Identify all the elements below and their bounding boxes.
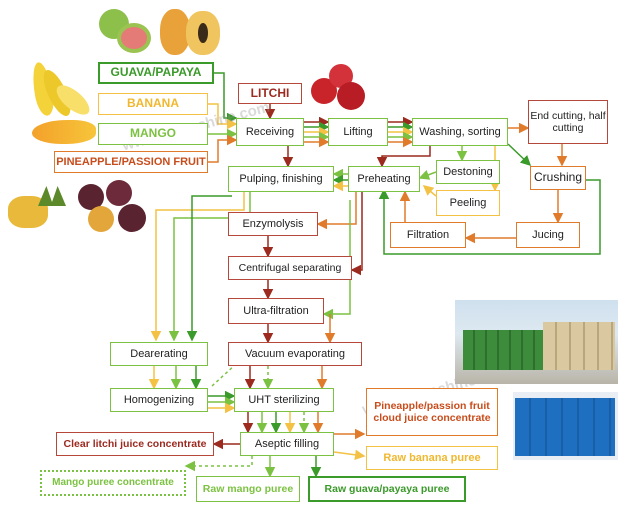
node-aseptic-filling: Aseptic filling [240, 432, 334, 456]
passion-fruit-photo [74, 180, 150, 234]
node-enzymolysis: Enzymolysis [228, 212, 318, 236]
node-dearerating: Dearerating [110, 342, 208, 366]
product-clear-litchi: Clear litchi juice concentrate [56, 432, 214, 456]
node-label: Vacuum evaporating [244, 347, 346, 360]
node-vacuum-evaporating: Vacuum evaporating [228, 342, 362, 366]
product-label: Mango puree concentrate [52, 477, 174, 489]
node-label: Receiving [245, 125, 295, 138]
product-label: Pineapple/passion fruit cloud juice conc… [373, 399, 491, 424]
product-raw-guava: Raw guava/payaya puree [308, 476, 466, 502]
node-preheating: Preheating [348, 166, 420, 192]
node-jucing: Jucing [516, 222, 580, 248]
node-label: Homogenizing [123, 393, 195, 406]
node-label: Aseptic filling [254, 437, 320, 450]
node-washing-sorting: Washing, sorting [412, 118, 508, 146]
node-destoning: Destoning [436, 160, 500, 184]
node-label: Ultra-filtration [243, 304, 309, 317]
node-lifting: Lifting [328, 118, 388, 146]
node-guava-papaya: GUAVA/PAPAYA [98, 62, 214, 84]
pineapple-photo [8, 186, 68, 228]
guava-photo [97, 5, 155, 55]
product-raw-mango: Raw mango puree [196, 476, 300, 502]
node-label: UHT sterilizing [248, 393, 320, 406]
product-label: Clear litchi juice concentrate [63, 437, 207, 450]
node-label: Enzymolysis [242, 217, 304, 230]
litchi-photo [307, 62, 369, 112]
node-ultra-filtration: Ultra-filtration [228, 298, 324, 324]
factory-bins-photo [455, 300, 618, 384]
node-centrifugal: Centrifugal separating [228, 256, 352, 280]
node-label: End cutting, half cutting [530, 109, 606, 134]
blue-drums-photo [513, 392, 618, 460]
node-label: PINEAPPLE/PASSION FRUIT [56, 155, 206, 168]
node-filtration: Filtration [390, 222, 466, 248]
node-label: Pulping, finishing [239, 172, 323, 185]
node-label: Peeling [449, 196, 487, 209]
node-label: Washing, sorting [419, 125, 501, 138]
node-label: MANGO [130, 126, 176, 141]
node-receiving: Receiving [236, 118, 304, 146]
product-pineapple-cloud: Pineapple/passion fruit cloud juice conc… [366, 388, 498, 436]
product-label: Raw banana puree [383, 451, 481, 464]
node-label: Centrifugal separating [238, 261, 342, 274]
papaya-photo [158, 5, 222, 57]
node-label: Lifting [343, 125, 373, 138]
node-crushing: Crushing [530, 166, 586, 190]
node-mango: MANGO [98, 123, 208, 145]
node-homogenizing: Homogenizing [110, 388, 208, 412]
mango-photo [30, 118, 98, 146]
node-label: Filtration [406, 228, 450, 241]
node-litchi: LITCHI [238, 83, 302, 104]
node-banana: BANANA [98, 93, 208, 115]
product-raw-banana: Raw banana puree [366, 446, 498, 470]
node-peeling: Peeling [436, 190, 500, 216]
node-label: Preheating [357, 172, 411, 185]
banana-photo [28, 60, 98, 120]
product-label: Raw guava/payaya puree [324, 482, 450, 495]
node-label: LITCHI [250, 85, 290, 100]
node-label: Jucing [532, 228, 564, 241]
node-label: BANANA [127, 96, 179, 111]
node-pulping-finishing: Pulping, finishing [228, 166, 334, 192]
node-end-cutting: End cutting, half cutting [528, 100, 608, 144]
node-label: Dearerating [130, 347, 188, 360]
product-label: Raw mango puree [202, 482, 294, 495]
node-label: Crushing [533, 170, 583, 185]
node-label: Destoning [443, 165, 493, 178]
node-pineapple-passion: PINEAPPLE/PASSION FRUIT [54, 151, 208, 173]
product-mango-concentrate: Mango puree concentrate [40, 470, 186, 496]
node-label: GUAVA/PAPAYA [110, 65, 202, 80]
node-uht-sterilizing: UHT sterilizing [234, 388, 334, 412]
